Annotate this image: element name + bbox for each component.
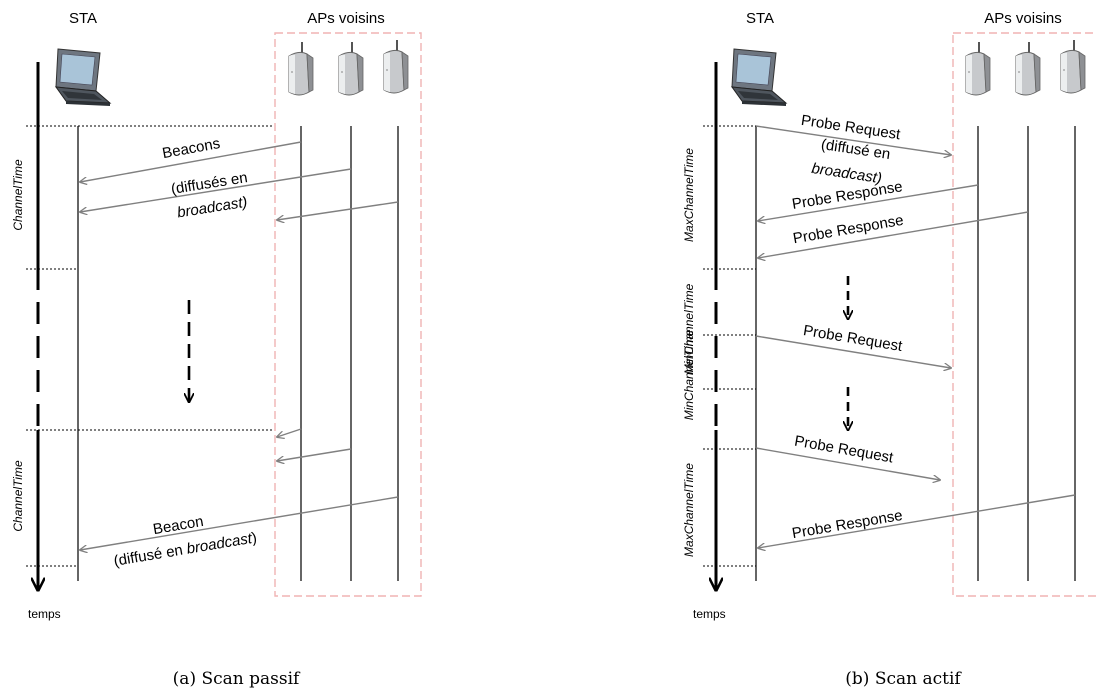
access-point-icon <box>383 39 409 94</box>
probe-response-arrow <box>758 494 1076 548</box>
laptop-icon <box>731 48 787 107</box>
sta-label: STA <box>69 10 97 27</box>
beacon-arrow <box>80 141 302 182</box>
interval-separators <box>703 125 756 567</box>
aps-label: APs voisins <box>984 10 1062 27</box>
time-label: temps <box>693 607 726 621</box>
interval-label: ChannelTime <box>11 460 25 532</box>
time-label: temps <box>28 607 61 621</box>
msg-probe-response: Probe Response <box>791 507 904 542</box>
beacon-arrow <box>277 428 302 437</box>
caption-b: (b) Scan actif <box>845 669 962 689</box>
caption-a: (a) Scan passif <box>173 669 301 689</box>
msg-probe-response: Probe Response <box>791 178 904 213</box>
msg-beacon: Beacon <box>152 513 205 538</box>
interval-label: MaxChannelTime <box>682 148 696 242</box>
probe-response-arrow <box>758 211 1029 258</box>
panel-b: STA APs voisins temps MaxChannelTime Min… <box>682 10 1096 689</box>
interval-label: MaxChannelTime <box>682 463 696 557</box>
interval-label: ChannelTime <box>11 159 25 231</box>
interval-label: MinChannelTime <box>682 329 696 420</box>
probe-request-arrow <box>755 447 940 480</box>
interval-label: MinChannelTime <box>682 283 696 374</box>
beacon-arrow <box>277 201 399 220</box>
msg-probe-request: Probe Request <box>800 112 902 144</box>
probe-request-arrow <box>755 125 951 155</box>
interval-separators <box>26 125 274 567</box>
probe-request-arrow <box>755 335 951 368</box>
beacon-arrow <box>80 168 352 212</box>
msg-diffuse: (diffusé en broadcast) <box>112 529 258 570</box>
msg-probe-request: Probe Request <box>793 433 895 467</box>
beacon-arrow <box>277 448 352 461</box>
sta-label: STA <box>746 10 774 27</box>
access-point-icon <box>1015 41 1041 96</box>
aps-label: APs voisins <box>307 10 385 27</box>
msg-diffuses-line1: (diffusés en <box>170 169 249 198</box>
access-point-icon <box>965 41 991 96</box>
laptop-icon <box>55 48 111 107</box>
beacon-arrow <box>80 496 399 550</box>
access-point-icon <box>338 41 364 96</box>
access-point-icon <box>1060 39 1086 94</box>
msg-diffuses-line2: broadcast) <box>176 194 249 222</box>
panel-a: STA APs voisins temps ChannelTime Channe… <box>11 10 422 689</box>
access-point-icon <box>288 41 314 96</box>
ap-group-box <box>952 32 1096 597</box>
ap-group-box <box>274 32 422 597</box>
probe-response-arrow <box>758 184 979 221</box>
msg-probe-request: Probe Request <box>802 322 904 355</box>
